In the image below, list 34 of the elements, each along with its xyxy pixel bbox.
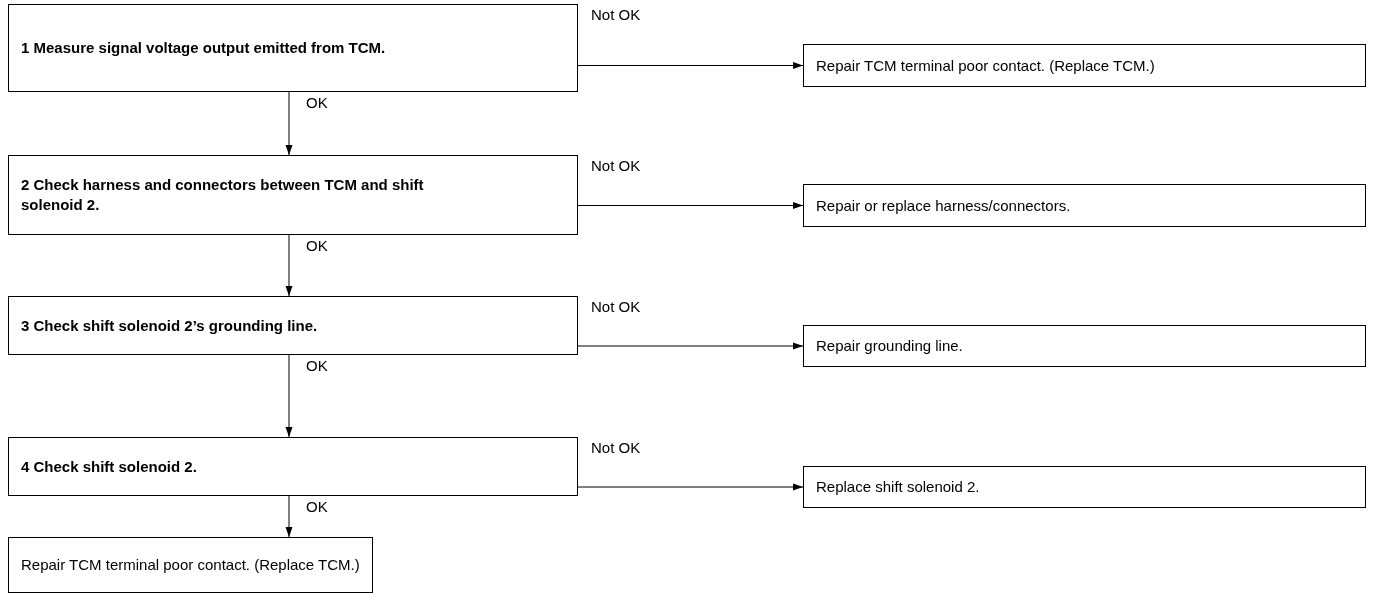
edge-label: OK <box>305 358 329 374</box>
box-text: Repair TCM terminal poor contact. (Replace TCM.) <box>21 555 360 575</box>
box-text: 1 Measure signal voltage output emitted from TCM. <box>21 38 386 58</box>
result-box <box>803 466 1366 508</box>
edge-label: OK <box>305 238 329 254</box>
edge-label: Not OK <box>590 440 642 456</box>
arrow <box>285 234 293 297</box>
step-box <box>8 296 578 355</box>
arrow <box>577 202 804 209</box>
step-box <box>8 437 578 496</box>
arrow <box>285 91 293 156</box>
step-box <box>8 155 578 235</box>
edge-label: Not OK <box>590 158 642 174</box>
result-box <box>803 325 1366 367</box>
arrow <box>577 483 804 491</box>
box-text: 2 Check harness and connectors between TCM and shift solenoid 2. <box>21 175 425 215</box>
result-box <box>803 184 1366 227</box>
arrow <box>577 342 804 350</box>
arrow <box>285 354 293 438</box>
result-box <box>8 537 373 593</box>
edge-label: Not OK <box>590 299 642 315</box>
box-text: Replace shift solenoid 2. <box>816 477 980 497</box>
edge-label: OK <box>305 499 329 515</box>
box-text: Repair or replace harness/connectors. <box>816 195 1071 216</box>
box-text: 4 Check shift solenoid 2. <box>21 456 197 477</box>
box-text: Repair TCM terminal poor contact. (Replace TCM.) <box>816 55 1155 76</box>
result-box <box>803 44 1366 87</box>
box-text: 3 Check shift solenoid 2’s grounding line. <box>21 315 318 336</box>
arrow <box>285 495 293 538</box>
step-box <box>8 4 578 92</box>
edge-label: OK <box>305 95 329 111</box>
edge-label: Not OK <box>590 7 642 23</box>
box-text: Repair grounding line. <box>816 336 963 356</box>
arrow <box>577 62 804 69</box>
